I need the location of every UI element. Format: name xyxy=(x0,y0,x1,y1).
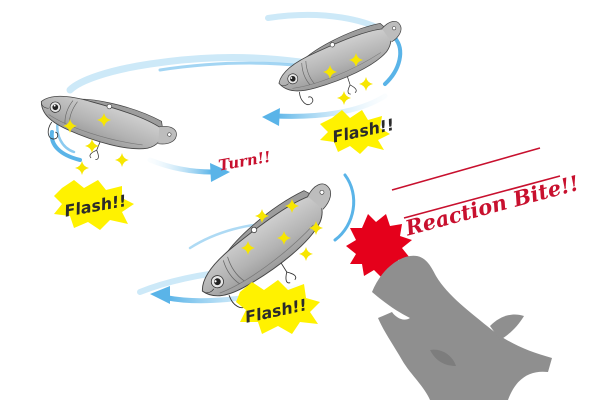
flash-burst-bottom: Flash!! xyxy=(236,280,320,334)
flash-burst-left: Flash!! xyxy=(54,180,134,230)
arrow-left-top-icon xyxy=(262,108,280,126)
bass-silhouette-icon xyxy=(372,255,552,400)
reaction-bite-callout: Reaction Bite!! xyxy=(391,147,582,241)
flash-burst-top: Flash!! xyxy=(320,110,396,154)
turn-label: Turn!! xyxy=(217,148,272,175)
reaction-bite-label: Reaction Bite!! xyxy=(402,170,582,241)
arrow-left-bottom-icon xyxy=(150,286,170,304)
arrow-right-middle-icon xyxy=(210,163,230,182)
